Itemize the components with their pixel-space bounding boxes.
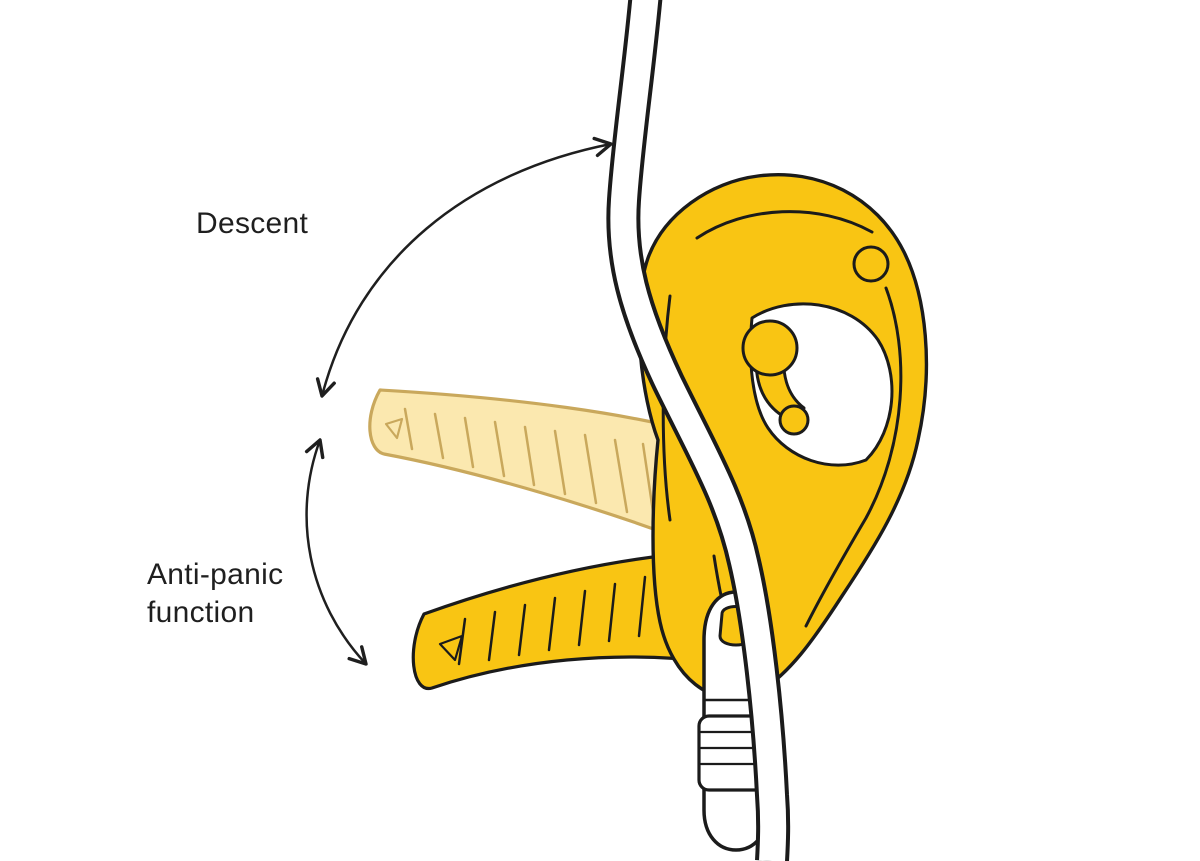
anti-panic-range-arrow	[304, 438, 368, 666]
grip-ridge	[457, 617, 467, 666]
device-side-seam	[804, 286, 903, 628]
grip-ridge	[517, 603, 527, 657]
grip-ridge	[577, 589, 587, 647]
anti-panic-label-line1: Anti-panic	[147, 558, 283, 591]
device-top-seam	[695, 210, 874, 240]
rope	[606, 0, 791, 861]
grip-ridge	[433, 412, 445, 460]
descent-range-arrow	[315, 136, 613, 398]
handle-anti-panic-body	[411, 550, 714, 690]
handle-anti-panic-position	[411, 550, 714, 690]
grip-ridge	[463, 416, 475, 469]
grip-ridge	[487, 610, 497, 662]
device-rivet	[852, 245, 890, 283]
grip-ridge	[607, 582, 617, 643]
grip-ridge	[613, 438, 629, 514]
anti-panic-label-line2: function	[147, 596, 254, 629]
grip-ridge	[637, 575, 647, 638]
grip-ridge	[553, 429, 567, 496]
grip-ridge	[493, 420, 506, 478]
cam-roller	[778, 404, 810, 436]
rope-core	[610, 0, 787, 861]
grip-ridge	[523, 425, 536, 487]
descent-label: Descent	[196, 207, 309, 240]
handle-descent-tip-notch	[384, 417, 404, 440]
descender-body	[637, 173, 929, 701]
grip-ridge	[583, 433, 598, 505]
handle-descent-body	[368, 388, 708, 550]
grip-ridge	[547, 596, 557, 652]
handle-anti-panic-tip-notch	[438, 634, 464, 662]
cam-pivot	[741, 319, 799, 377]
grip-ridge	[403, 407, 414, 451]
handle-descent-position	[368, 388, 708, 550]
